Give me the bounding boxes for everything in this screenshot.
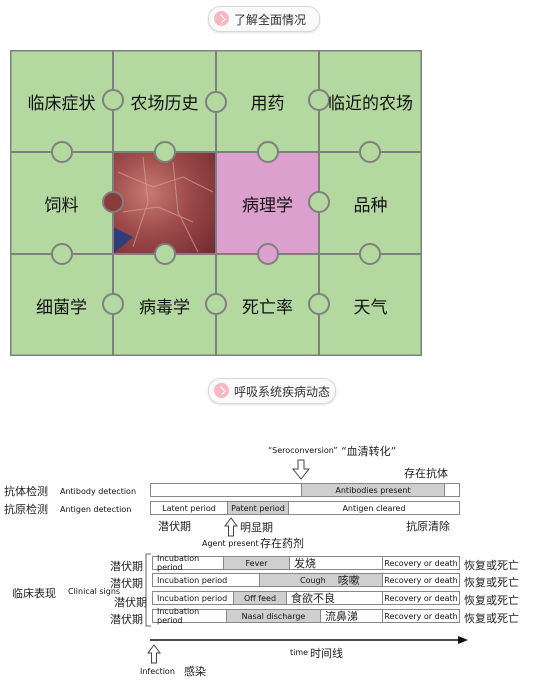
row4-recovery-bar: Recovery or death [382,609,460,623]
dynamics-section-header: 呼吸系统疾病动态 [208,378,336,404]
time-axis-label-en: time [290,648,309,657]
antibody-absent-bar [150,483,302,497]
antibody-tail-bar [444,483,460,497]
row3-recovery-cn: 恢复或死亡 [464,594,519,607]
puzzle-tile-mortality: 死亡率 [216,254,319,356]
seroconversion-label-cn: “血清转化” [341,445,397,458]
latent-period-bar: Latent period [150,501,228,515]
lung-tissue-image [113,156,214,254]
overview-section-header: 了解全面情况 [208,6,320,32]
row1-gap-bar: 发烧 [289,556,383,570]
puzzle-tile-feed: 饲料 [10,152,113,254]
antibodies-present-bar: Antibodies present [301,483,445,497]
dynamics-section-title: 呼吸系统疾病动态 [234,385,331,399]
agent-present-arrow-icon [224,517,238,537]
check-icon [214,383,229,398]
antibody-present-cn: 存在抗体 [404,467,448,480]
seroconversion-label-en: “Seroconversion” [268,446,338,455]
infection-label-en: Infection [140,667,175,676]
row4-latent-cn: 潜伏期 [110,613,143,626]
row1-sign-cn: 发烧 [294,557,316,570]
antibody-detection-label-cn: 抗体检测 [4,485,48,498]
row3-recovery-bar: Recovery or death [382,591,460,605]
row4-sign-cn: 流鼻涕 [325,610,358,623]
row4-recovery-cn: 恢复或死亡 [464,612,519,625]
row1-incubation-bar: Incubation period [152,554,224,572]
infection-label-cn: 感染 [184,665,206,678]
puzzle-tile-pathology: 病理学 [216,152,319,254]
puzzle-tile-nearby-farms: 临近的农场 [319,50,422,152]
patent-period-bar: Patent period [227,501,289,515]
antigen-cleared-cn: 抗原清除 [406,520,450,533]
row3-latent-cn: 潜伏期 [114,596,147,609]
puzzle-tile-clinical-signs: 临床症状 [10,50,113,152]
latent-period-cn: 潜伏期 [158,520,191,533]
clinical-signs-label-cn: 临床表现 [12,587,56,600]
time-axis-label-cn: 时间线 [310,647,343,660]
patent-period-cn: 明显期 [240,521,273,534]
agent-present-cn: 存在药剂 [260,537,304,550]
row1-latent-cn: 潜伏期 [110,560,143,573]
row3-sign-cn: 食欲不良 [291,592,335,605]
check-icon [214,11,229,26]
antigen-detection-label-cn: 抗原检测 [4,503,48,516]
overview-section-title: 了解全面情况 [234,13,307,27]
antigen-cleared-bar: Antigen cleared [288,501,460,515]
row4-incubation-bar: Incubation period [152,607,227,625]
puzzle-tile-bacteriology: 细菌学 [10,254,113,356]
row4-gap-bar: 流鼻涕 [320,609,383,623]
row3-off-feed-bar: Off feed [233,591,287,605]
puzzle-tile-lung-image [113,152,216,254]
clinical-signs-bracket [145,553,151,627]
puzzle-tile-weather: 天气 [319,254,422,356]
clinical-signs-label-en: Clinical signs [68,587,121,596]
puzzle-tile-farm-history: 农场历史 [113,50,216,152]
row2-latent-cn: 潜伏期 [110,577,143,590]
agent-present-en: Agent present [202,539,259,548]
row2-sign-en: Cough [300,575,326,585]
puzzle-tile-virology: 病毒学 [113,254,216,356]
row1-recovery-bar: Recovery or death [382,556,460,570]
row2-incubation-bar: Incubation period [152,573,260,587]
puzzle-tile-breed: 品种 [319,152,422,254]
row3-gap-bar: 食欲不良 [286,591,383,605]
seroconversion-arrow-icon [291,459,311,480]
antigen-detection-label-en: Antigen detection [60,505,132,514]
time-axis [150,636,468,644]
row3-incubation-bar: Incubation period [152,591,234,605]
row4-nasal-discharge-bar: Nasal discharge [226,609,321,623]
infection-arrow-icon [147,644,161,664]
row1-fever-bar: Fever [223,556,290,570]
row2-recovery-cn: 恢复或死亡 [464,576,519,589]
antibody-detection-label-en: Antibody detection [60,487,137,496]
row1-recovery-cn: 恢复或死亡 [464,559,519,572]
puzzle-tile-medication: 用药 [216,50,319,152]
row2-sign-cn: 咳嗽 [337,574,360,587]
factor-puzzle: 临床症状 农场历史 用药 临近的农场 饲料 病理学 品种 细菌学 病毒学 死亡率… [10,50,422,356]
puzzle-grid [10,50,422,356]
row2-cough-bar: Cough 咳嗽 [259,573,383,587]
row2-recovery-bar: Recovery or death [382,573,460,587]
